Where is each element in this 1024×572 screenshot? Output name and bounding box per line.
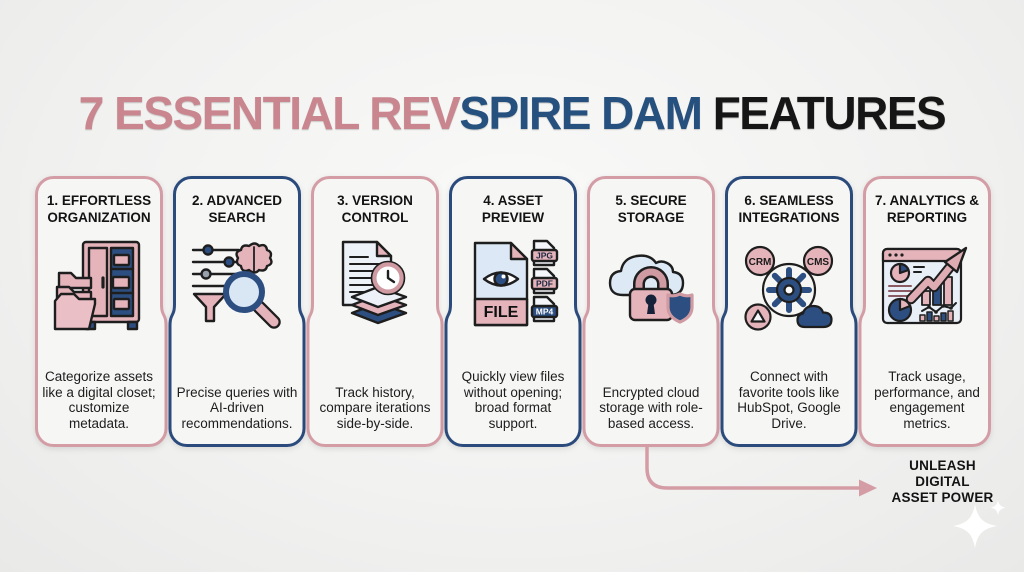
pdf-label: PDF xyxy=(536,278,553,288)
card-description: Quickly view files without opening; broa… xyxy=(461,368,565,432)
title-dark-segment: FEATURES xyxy=(712,87,947,139)
ai-search-icon xyxy=(191,242,281,329)
title-navy-segment: SPIRE DAM xyxy=(459,87,713,139)
card-title: 5. SECURE STORAGE xyxy=(615,193,687,225)
organization-closet-icon xyxy=(53,240,141,330)
callout-unleash-digital-asset-power: UNLEASH DIGITAL ASSET POWER xyxy=(880,458,1005,507)
card-description: Precise queries with AI-driven recommend… xyxy=(176,384,298,432)
callout-line-1: UNLEASH xyxy=(909,458,976,473)
card-description: Track history, compare iterations side-b… xyxy=(319,384,431,432)
feature-card-version-control: 3. VERSION CONTROL Track history, compar… xyxy=(306,176,444,447)
feature-card-effortless-organization: 1. EFFORTLESS ORGANIZATION Categorize as… xyxy=(35,176,168,447)
feature-card-seamless-integrations: 6. SEAMLESS INTEGRATIONS CRM CMS Connect… xyxy=(720,176,858,447)
card-title: 7. ANALYTICS & REPORTING xyxy=(874,193,980,225)
card-description: Track usage, performance, and engagement… xyxy=(874,368,980,432)
card-title: 2. ADVANCED SEARCH xyxy=(191,193,282,225)
version-history-icon xyxy=(341,240,408,324)
cms-label: CMS xyxy=(807,257,830,268)
jpg-label: JPG xyxy=(536,250,553,260)
card-title: 6. SEAMLESS INTEGRATIONS xyxy=(738,193,840,225)
card-title: 3. VERSION CONTROL xyxy=(337,193,413,225)
callout-line-3: ASSET POWER xyxy=(891,490,994,506)
mp4-label: MP4 xyxy=(536,306,554,316)
feature-card-analytics-reporting: 7. ANALYTICS & REPORTING xyxy=(858,176,991,447)
integrations-hub-icon: CRM CMS xyxy=(744,245,834,331)
feature-card-secure-storage: 5. SECURE STORAGE Encrypted cloud storag… xyxy=(582,176,720,447)
page-title: 7 ESSENTIAL REVSPIRE DAM FEATURES xyxy=(0,86,1024,140)
card-description: Encrypted cloud storage with role-based … xyxy=(599,384,703,432)
file-preview-icon: FILE JPG PDF MP4 xyxy=(473,239,559,326)
feature-card-asset-preview: 4. ASSET PREVIEW FILE JPG PDF MP4 Quickl xyxy=(444,176,582,447)
card-description: Connect with favorite tools like HubSpot… xyxy=(737,368,841,432)
callout-line-2: DIGITAL xyxy=(915,474,970,490)
flow-arrow xyxy=(645,446,877,497)
analytics-dashboard-icon xyxy=(881,246,968,324)
arrowhead-icon xyxy=(859,479,877,497)
card-title: 4. ASSET PREVIEW xyxy=(481,193,545,225)
card-title: 1. EFFORTLESS ORGANIZATION xyxy=(46,193,152,225)
file-label: FILE xyxy=(484,304,519,321)
crm-label: CRM xyxy=(749,257,772,268)
feature-card-advanced-search: 2. ADVANCED SEARCH Precise queries with … xyxy=(168,176,306,447)
sparkle-icon xyxy=(953,500,1006,548)
title-pink-segment: 7 ESSENTIAL REV xyxy=(78,87,461,139)
card-description: Categorize assets like a digital closet;… xyxy=(42,368,156,432)
secure-cloud-icon xyxy=(608,254,694,324)
